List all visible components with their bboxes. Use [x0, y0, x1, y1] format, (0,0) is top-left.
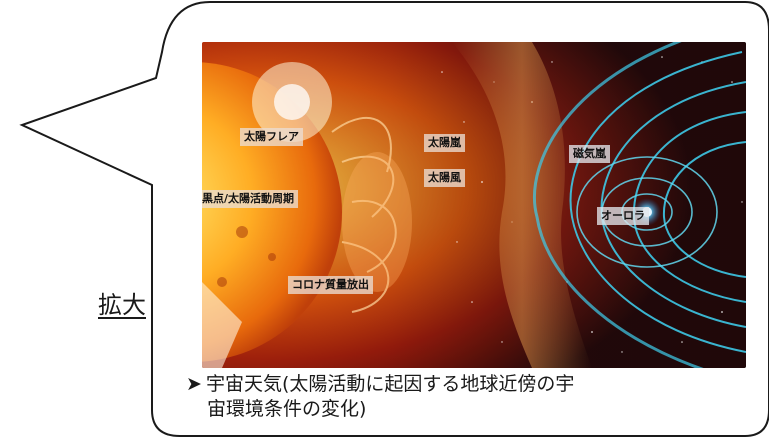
label-sunspot-cycle: 黒点/太陽活動周期 [202, 190, 299, 208]
label-solar-storm: 太陽嵐 [424, 134, 465, 152]
caption-bullet: ➤ [186, 373, 202, 395]
space-weather-image: 太陽フレア 黒点/太陽活動周期 コロナ質量放出 太陽嵐 太陽風 磁気嵐 オーロラ [202, 42, 746, 368]
caption-line-2: 宙環境条件の変化) [207, 398, 367, 420]
label-cme: コロナ質量放出 [288, 276, 373, 294]
label-aurora: オーロラ [597, 207, 649, 225]
zoom-link[interactable]: 拡大 [98, 291, 146, 319]
label-solar-wind: 太陽風 [424, 169, 465, 187]
label-magnetic-storm: 磁気嵐 [569, 145, 610, 163]
label-solar-flare: 太陽フレア [240, 128, 303, 146]
caption: ➤宇宙天気(太陽活動に起因する地球近傍の宇 宙環境条件の変化) [186, 372, 746, 422]
caption-line-1: 宇宙天気(太陽活動に起因する地球近傍の宇 [206, 373, 575, 395]
